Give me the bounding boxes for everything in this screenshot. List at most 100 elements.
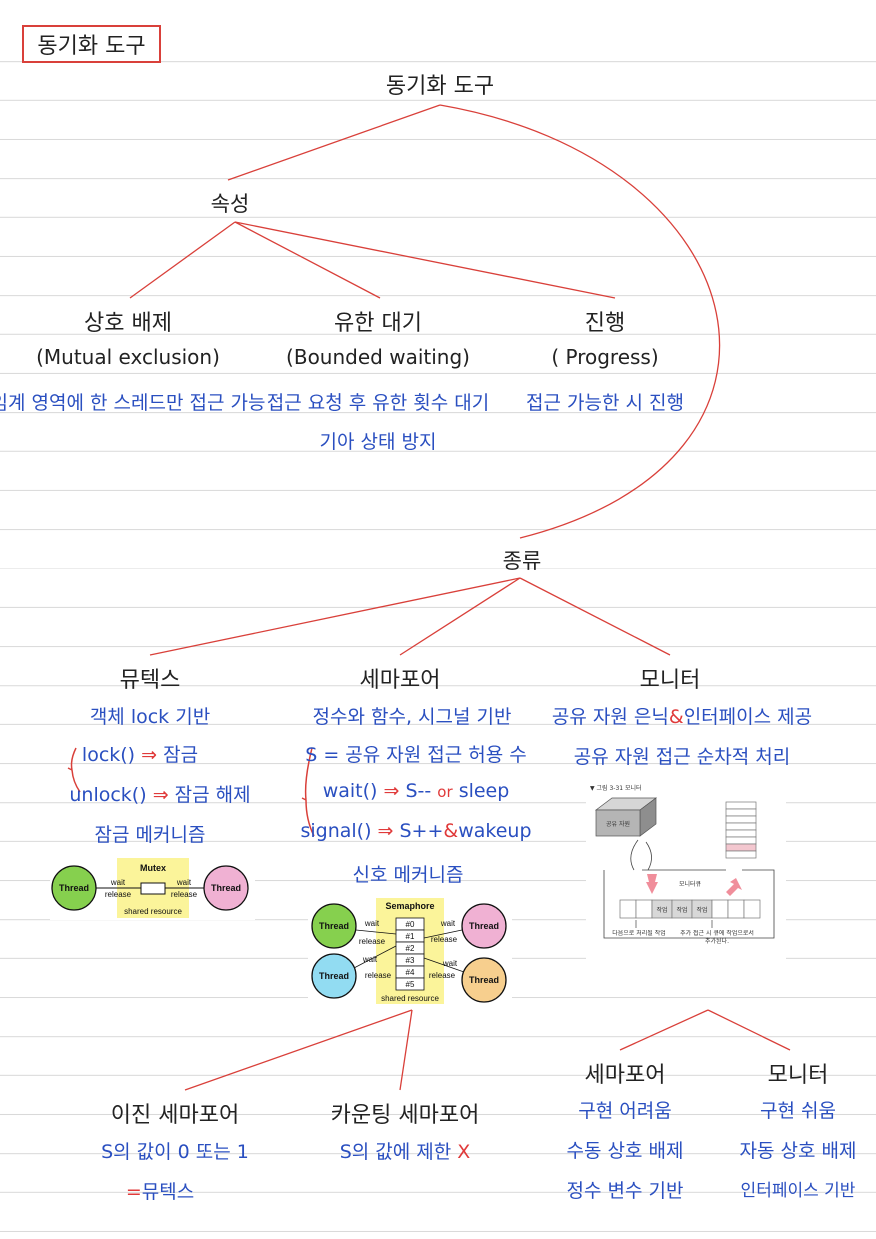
semaphore-signal-fn: signal(): [300, 820, 372, 842]
mutex-thread-left-label: Thread: [59, 883, 89, 893]
semaphore-wait-result: S--: [405, 780, 432, 802]
binary-semaphore-eq: =: [125, 1181, 142, 1203]
monitor-queue-label: 모니터큐: [679, 880, 702, 888]
slot-label: #2: [406, 944, 415, 953]
semaphore-figure-title: Semaphore: [385, 901, 434, 911]
slot-label: #3: [406, 956, 415, 965]
compare-semaphore-item: 구현 어려움: [578, 1100, 672, 1122]
monitor-down-arrow: [726, 878, 742, 896]
prop-bounded-name: 유한 대기: [334, 311, 422, 336]
types-heading: 종류: [502, 549, 542, 573]
slot-label: #1: [406, 932, 415, 941]
prop-bounded-english: (Bounded waiting): [286, 345, 470, 369]
prop-bounded-desc-2: 기아 상태 방지: [319, 431, 437, 453]
semaphore-figure: Semaphore #0 #1 #2 #3 #4 #5 shared resou…: [308, 896, 512, 1006]
mutex-release-right: release: [171, 890, 198, 899]
counting-semaphore-text: S의 값에 제한: [339, 1141, 452, 1163]
semaphore-wait-label: wait: [442, 959, 458, 968]
semaphore-wait-label: wait: [362, 955, 378, 964]
mutex-name: 뮤텍스: [119, 668, 181, 693]
mutex-brace: [67, 747, 81, 793]
binary-semaphore-line2: =뮤텍스: [126, 1177, 194, 1204]
semaphore-thread-2: [311, 953, 357, 999]
mutex-mechanism: 잠금 메커니즘: [94, 824, 206, 846]
mutex-lock-fn: lock(): [81, 744, 136, 766]
mutex-figure: Mutex Thread Thread wait release wait re…: [50, 856, 255, 920]
job-label: 작업: [656, 906, 667, 914]
semaphore-or: or: [437, 783, 453, 801]
compare-semaphore-name: 세마포어: [584, 1063, 666, 1088]
prop-progress-name: 진행: [584, 311, 626, 336]
compare-monitor-item: 자동 상호 배제: [739, 1140, 857, 1162]
semaphore-signal-line: signal() ⇒ S++&wakeup: [300, 820, 531, 842]
semaphore-shared-label: shared resource: [381, 994, 439, 1003]
semaphore-desc: 정수와 함수, 시그널 기반: [312, 706, 512, 728]
edge-prop-mutual: [129, 221, 236, 299]
prop-mutual-desc: 임계 영역에 한 스레드만 접근 가능: [0, 392, 266, 414]
compare-monitor-item: 구현 쉬움: [760, 1100, 836, 1122]
compare-semaphore-item: 수동 상호 배제: [566, 1140, 684, 1162]
queue-cell: [635, 899, 653, 919]
monitor-desc-1b: 인터페이스 제공: [683, 706, 813, 728]
semaphore-release-label: release: [429, 971, 456, 980]
edge-types-monitor: [519, 577, 671, 656]
properties-heading: 속성: [210, 192, 250, 216]
queue-row: [725, 808, 757, 817]
semaphore-slot-5: [395, 977, 425, 991]
monitor-figure: ▼ 그림 3-31 모니터 공유 자원 모니터큐 작업 작업 작업 다음으로 처…: [586, 778, 786, 962]
semaphore-thread-3: [461, 903, 507, 949]
monitor-access-arc: [645, 841, 652, 871]
resource-front: [595, 809, 641, 837]
queue-row-filled: [725, 843, 757, 852]
queue-cell: [711, 899, 729, 919]
queue-row: [725, 815, 757, 824]
root-node: 동기화 도구: [385, 74, 495, 99]
semaphore-link-3: [423, 929, 463, 939]
semaphore-amp: &: [443, 820, 459, 842]
thread-label: Thread: [319, 971, 349, 981]
prop-mutual-english: (Mutual exclusion): [36, 345, 220, 369]
prop-progress-english: ( Progress): [551, 345, 659, 369]
semaphore-sleep: sleep: [458, 780, 510, 802]
semaphore-wait-line: wait() ⇒ S-- or sleep: [323, 780, 510, 802]
mutex-wait-left: wait: [110, 878, 126, 887]
monitor-desc-2: 공유 자원 접근 순차적 처리: [573, 746, 791, 768]
semaphore-s-line: S = 공유 자원 접근 허용 수: [305, 744, 527, 766]
semaphore-wakeup: wakeup: [458, 820, 532, 842]
semaphore-wait-label: wait: [440, 919, 456, 928]
edge-monitor-monitor: [707, 1009, 791, 1051]
semaphore-name: 세마포어: [359, 668, 441, 693]
binary-semaphore-line1: S의 값이 0 또는 1: [101, 1141, 249, 1163]
page-title: 동기화 도구: [22, 25, 161, 63]
arrow-icon: ⇒: [377, 820, 394, 842]
queue-cell: [619, 899, 637, 919]
semaphore-link-1: [355, 929, 397, 935]
monitor-desc-amp: &: [668, 706, 684, 728]
edge-sem-binary: [184, 1009, 413, 1091]
monitor-note-left: 다음으로 처리될 작업: [612, 930, 666, 937]
queue-cell: [743, 899, 761, 919]
prop-progress-desc: 접근 가능한 시 진행: [526, 392, 684, 414]
mutex-lock-line: lock() ⇒ 잠금: [82, 740, 198, 767]
semaphore-brace: [301, 747, 315, 837]
mutex-unlock-line: unlock() ⇒ 잠금 해제: [69, 780, 250, 807]
mutex-figure-title: Mutex: [140, 863, 166, 873]
thread-label: Thread: [469, 975, 499, 985]
binary-semaphore-name: 이진 세마포어: [110, 1103, 240, 1128]
mutex-release-left: release: [105, 890, 132, 899]
queue-row: [725, 836, 757, 845]
mutex-lock-box: [140, 882, 166, 895]
queue-row: [725, 850, 757, 859]
semaphore-mechanism: 신호 메커니즘: [352, 864, 464, 886]
monitor-boundary: [603, 869, 775, 939]
slot-label: #0: [406, 920, 415, 929]
semaphore-release-label: release: [359, 937, 386, 946]
semaphore-release-label: release: [365, 971, 392, 980]
mutex-desc: 객체 lock 기반: [89, 706, 211, 728]
edge-root-types: [439, 104, 721, 539]
compare-monitor-item: 인터페이스 기반: [740, 1181, 856, 1201]
edge-prop-progress: [234, 221, 616, 299]
compare-monitor-name: 모니터: [767, 1063, 829, 1088]
job-label: 작업: [676, 906, 687, 914]
